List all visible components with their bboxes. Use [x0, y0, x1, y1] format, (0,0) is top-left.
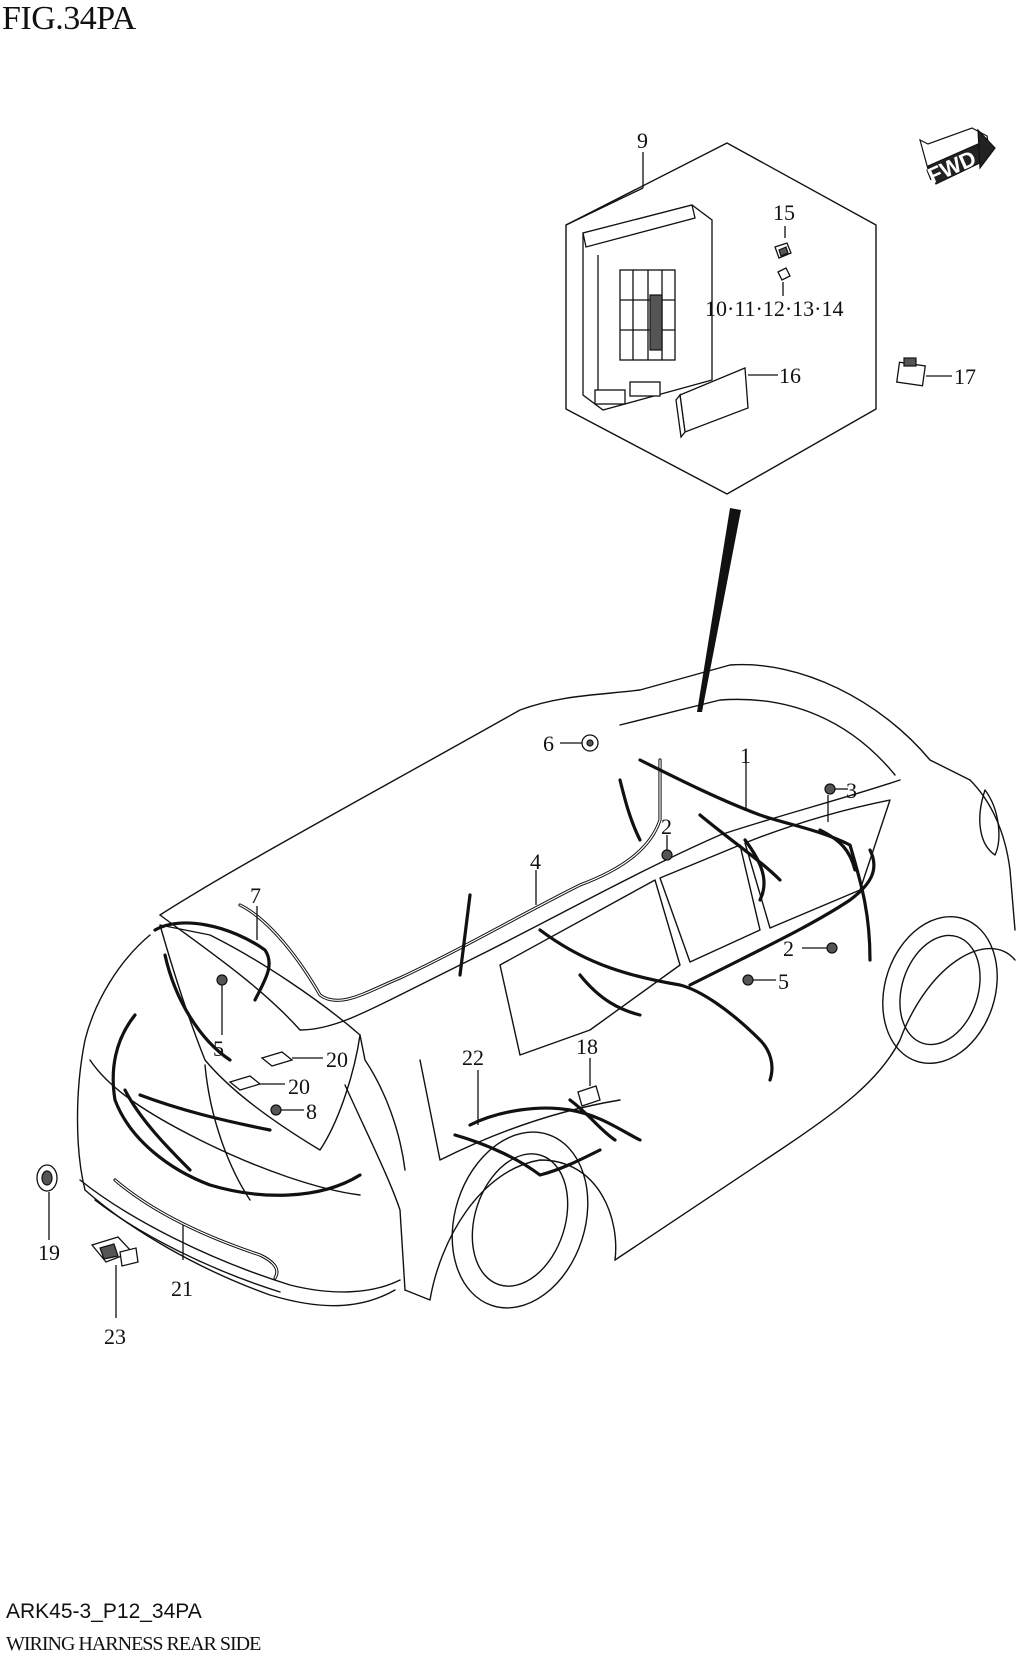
callout-5b: 5	[778, 969, 789, 994]
callout-20a: 20	[326, 1047, 348, 1072]
module-inset	[565, 142, 877, 495]
callout-3: 3	[846, 778, 857, 803]
callout-2b: 2	[783, 936, 794, 961]
bolt-8	[270, 1104, 304, 1116]
callout-15: 15	[773, 200, 795, 225]
grommet-19	[36, 1164, 58, 1240]
pad-20b	[228, 1075, 285, 1091]
mini-fuse	[777, 267, 791, 296]
figure-name: WIRING HARNESS REAR SIDE	[6, 1633, 261, 1655]
clip-5b	[742, 974, 776, 986]
callout-18: 18	[576, 1034, 598, 1059]
sensor-23	[90, 1236, 139, 1318]
wiring-harness	[111, 758, 876, 1280]
fuse-cover	[675, 367, 778, 439]
grommet-6	[560, 734, 599, 752]
figure-code: ARK45-3_P12_34PA	[6, 1600, 202, 1623]
bolt-2a	[661, 835, 673, 861]
car-body	[76, 663, 1016, 1309]
callout-22: 22	[462, 1045, 484, 1070]
pad-20a	[260, 1051, 323, 1067]
callout-6: 6	[543, 731, 554, 756]
bolt-3	[824, 783, 848, 822]
callout-23: 23	[104, 1324, 126, 1349]
callout-9: 9	[637, 128, 648, 153]
callout-2a: 2	[661, 814, 672, 839]
body-control-module	[582, 204, 713, 411]
inset-pointer	[697, 508, 741, 712]
callout-7: 7	[250, 883, 261, 908]
callout-21: 21	[171, 1276, 193, 1301]
relay-17	[896, 357, 952, 387]
callout-17: 17	[954, 364, 976, 389]
clip-5a	[216, 974, 228, 1035]
callout-1: 1	[740, 743, 751, 768]
callout-20b: 20	[288, 1074, 310, 1099]
callout-5a: 5	[213, 1036, 224, 1061]
figure-title: FIG.34PA	[2, 0, 136, 37]
callout-16: 16	[779, 363, 801, 388]
fuse-15	[774, 226, 792, 259]
callout-8: 8	[306, 1099, 317, 1124]
bracket-18	[577, 1058, 601, 1107]
bolt-2b	[802, 942, 838, 954]
callout-19: 19	[38, 1240, 60, 1265]
callout-4: 4	[530, 849, 541, 874]
callout-10-14: 10·11·12·13·14	[705, 296, 844, 321]
fwd-arrow-icon: FWD	[919, 127, 996, 189]
